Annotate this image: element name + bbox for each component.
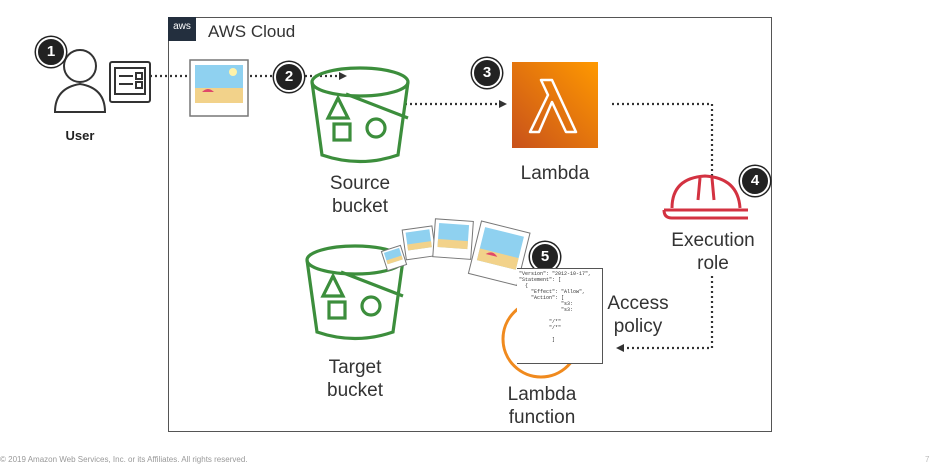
step-badge-1: 1 — [36, 37, 66, 67]
target-bucket-label-line1: Target — [328, 357, 382, 378]
user-icon — [53, 49, 151, 113]
execution-role-label-line1: Execution — [671, 230, 755, 251]
target-bucket-label: Target bucket — [295, 356, 415, 402]
helmet-icon — [662, 174, 748, 220]
step-badge-2: 2 — [274, 62, 304, 92]
cloud-title: AWS Cloud — [208, 22, 296, 41]
image-icon — [189, 59, 249, 117]
arrowhead — [499, 100, 507, 108]
lambda-label: Lambda — [520, 163, 590, 184]
target-bucket-label-line2: bucket — [327, 380, 383, 401]
lambda-function-label-line1: Lambda — [507, 384, 577, 405]
lambda-service-icon — [512, 62, 598, 148]
execution-role-label-line2: role — [697, 253, 729, 274]
page-number: 7 — [925, 455, 930, 464]
connector-lambda-to-role — [612, 102, 714, 176]
execution-role-label: Execution role — [648, 229, 778, 275]
access-policy-label-line1: Access — [607, 293, 669, 314]
aws-logo: aws — [168, 17, 196, 41]
source-bucket-icon — [310, 66, 410, 164]
user-label: User — [65, 128, 95, 143]
arrowhead — [339, 72, 347, 80]
policy-document: "Version": "2012-10-17", "Statement": [ … — [517, 268, 603, 364]
source-bucket-label-line1: Source — [329, 173, 391, 194]
step-badge-3: 3 — [472, 58, 502, 88]
access-policy-label: Access policy — [598, 292, 678, 338]
source-bucket-label: Source bucket — [300, 172, 420, 218]
access-policy-label-line2: policy — [613, 316, 663, 337]
source-bucket-label-line2: bucket — [332, 196, 388, 217]
aws-cloud-boundary — [168, 17, 772, 432]
lambda-function-label-line2: function — [508, 407, 576, 428]
copyright-footer: © 2019 Amazon Web Services, Inc. or its … — [0, 455, 248, 464]
step-badge-4: 4 — [740, 166, 770, 196]
arrowhead — [616, 344, 624, 352]
lambda-function-label: Lambda function — [482, 383, 602, 429]
resized-images-icon — [380, 218, 531, 287]
connector-role-to-function — [623, 276, 714, 350]
